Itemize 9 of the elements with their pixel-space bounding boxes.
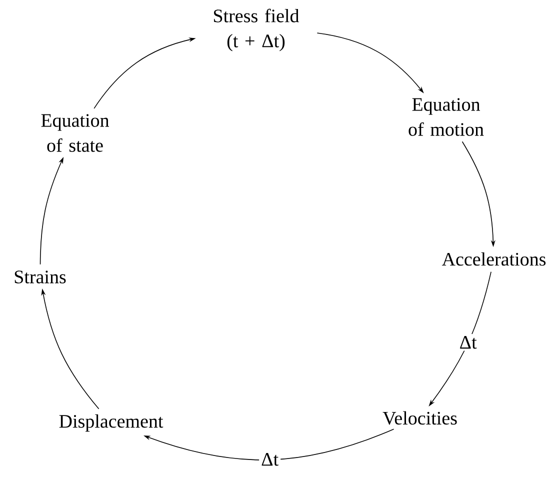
step-label: Equation of motion — [408, 98, 484, 136]
step-label: Equation of state — [41, 114, 110, 152]
edge-label: Δt — [259, 451, 281, 468]
step-label: Displacement — [59, 414, 164, 432]
step-label: Accelerations — [442, 252, 546, 266]
step-label: Velocities — [382, 411, 457, 425]
step-label: Stress field (t + Δt) — [214, 8, 300, 52]
edge-label: Δt — [457, 334, 479, 351]
step-label: Strains — [14, 270, 66, 284]
